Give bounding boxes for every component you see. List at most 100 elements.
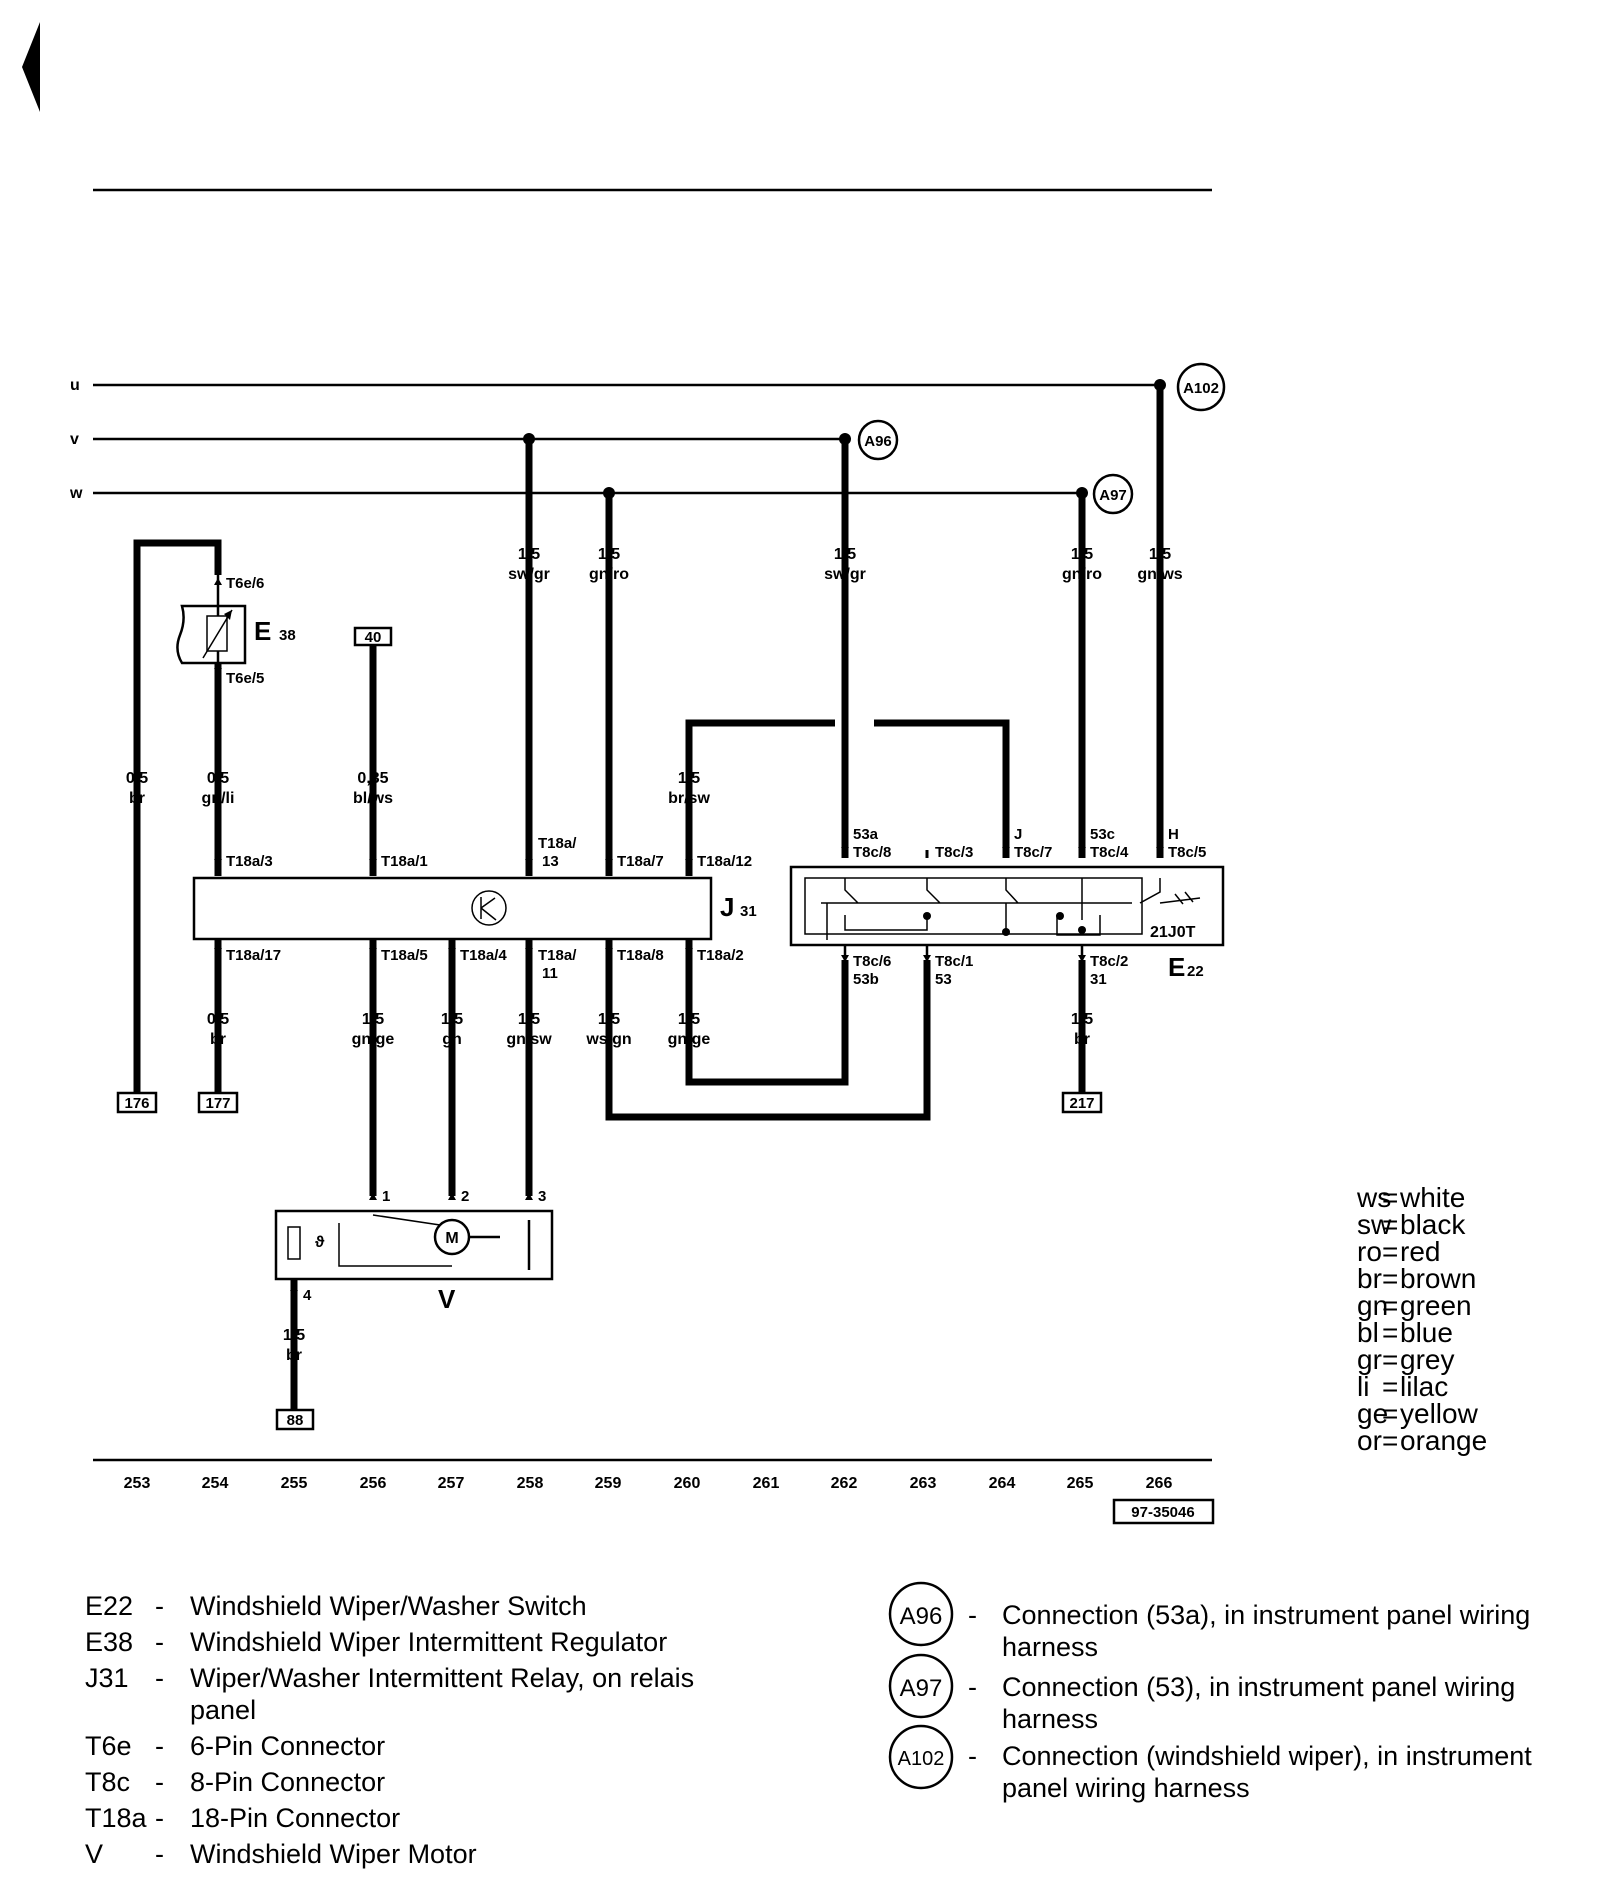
legend-a102-desc-cont: panel wiring harness — [1002, 1773, 1250, 1803]
pin-t8c4b: T8c/4 — [1090, 844, 1129, 861]
legend-code-v: V — [85, 1839, 103, 1869]
legend-a97-circle — [888, 1653, 954, 1719]
color-name-ro: red — [1400, 1236, 1440, 1267]
color-code-bl: bl — [1357, 1317, 1379, 1348]
scale-264: 264 — [989, 1475, 1016, 1492]
legend-desc-j31-cont: panel — [190, 1695, 256, 1725]
w262a-color: sw/gr — [824, 566, 866, 583]
j31-code: J — [720, 892, 734, 922]
w256a-color: bl/ws — [353, 790, 393, 807]
color-name-li: lilac — [1400, 1371, 1448, 1402]
pin-t18a4: T18a/4 — [460, 947, 507, 964]
legend-code-e22: E22 — [85, 1591, 133, 1621]
pin-t18a13a: T18a/ — [538, 835, 577, 852]
scale-260: 260 — [674, 1475, 701, 1492]
e38-housing — [176, 604, 247, 665]
legend-desc-v: Windshield Wiper Motor — [190, 1839, 477, 1869]
svg-text:=: = — [1382, 1236, 1398, 1267]
legend-desc-e38: Windshield Wiper Intermittent Regulator — [190, 1627, 667, 1657]
wires — [133, 385, 1164, 1410]
e22-sub: 22 — [1187, 963, 1204, 980]
wire-264-jumper — [874, 719, 1010, 858]
legend-a102-dash: - — [968, 1741, 977, 1771]
component-legend: E22 - Windshield Wiper/Washer Switch E38… — [85, 1591, 694, 1869]
color-code-gn: gn — [1357, 1290, 1388, 1321]
figure-id-box — [1112, 1498, 1215, 1525]
pin-t8c8a: 53a — [853, 826, 879, 843]
legend-dash-e38: - — [155, 1627, 164, 1657]
e38-arrowhead — [224, 610, 232, 620]
color-code-li: li — [1357, 1371, 1369, 1402]
color-code-ro: ro — [1357, 1236, 1382, 1267]
v-housing — [274, 1209, 554, 1281]
legend-dash-j31: - — [155, 1663, 164, 1693]
legend-dash-t18a: - — [155, 1803, 164, 1833]
scale-257: 257 — [438, 1475, 465, 1492]
color-legend-equals: === === === = — [1382, 1182, 1398, 1456]
connection-markers: A102 A96 A97 — [857, 362, 1226, 515]
pin-labels: T6e/6 T6e/5 T18a/3 T18a/1 T18a/ 13 T18a/… — [214, 575, 1206, 1304]
scale-262: 262 — [831, 1475, 858, 1492]
pin-t18a2: T18a/2 — [697, 947, 744, 964]
connection-a97-marker — [1092, 473, 1134, 515]
legend-dash-e22: - — [155, 1591, 164, 1621]
page-back-marker[interactable] — [22, 22, 40, 112]
color-name-ws: white — [1399, 1182, 1465, 1213]
rail-label-u: u — [70, 377, 80, 394]
pin-t8c5b: T8c/5 — [1168, 844, 1206, 861]
e22-dot-1 — [923, 912, 931, 920]
w254b-color: br — [210, 1031, 226, 1048]
svg-text:=: = — [1382, 1263, 1398, 1294]
scale-254: 254 — [202, 1475, 229, 1492]
color-code-ge: ge — [1357, 1398, 1388, 1429]
color-code-or: or — [1357, 1425, 1382, 1456]
w265a-color: gn/ro — [1062, 566, 1102, 583]
pin-t8c1b: 53 — [935, 971, 952, 988]
legend-a96-desc-cont: harness — [1002, 1632, 1098, 1662]
legend-dash-v: - — [155, 1839, 164, 1869]
pin-t8c2b: 31 — [1090, 971, 1107, 988]
ref-176-box — [116, 1091, 158, 1114]
legend-a102-circle — [888, 1724, 954, 1790]
connection-a96-label: A96 — [864, 433, 892, 450]
color-name-gr: grey — [1400, 1344, 1454, 1375]
e38-code: E — [254, 616, 271, 646]
e22-dot-3 — [1056, 912, 1064, 920]
svg-text:=: = — [1382, 1425, 1398, 1456]
color-name-br: brown — [1400, 1263, 1476, 1294]
j31-housing — [192, 876, 713, 941]
connection-a102-marker — [1176, 362, 1226, 412]
v-motor-m: M — [445, 1230, 458, 1247]
pin-t18a5: T18a/5 — [381, 947, 428, 964]
wire-260-top — [685, 719, 835, 876]
scale-265: 265 — [1067, 1475, 1094, 1492]
pin-t18a17: T18a/17 — [226, 947, 281, 964]
scale-253: 253 — [124, 1475, 151, 1492]
j31-relay: J 31 — [192, 876, 757, 941]
svg-text:=: = — [1382, 1209, 1398, 1240]
pin-t18a12: T18a/12 — [697, 853, 752, 870]
pin-t18a8: T18a/8 — [617, 947, 664, 964]
pin-motor-3: 3 — [538, 1188, 546, 1205]
pin-motor-1: 1 — [382, 1188, 390, 1205]
color-code-gr: gr — [1357, 1344, 1382, 1375]
w259a-size: 1,5 — [598, 546, 620, 563]
legend-dash-t8c: - — [155, 1767, 164, 1797]
svg-text:=: = — [1382, 1317, 1398, 1348]
e22-inner — [804, 877, 1143, 935]
legend-desc-e22: Windshield Wiper/Washer Switch — [190, 1591, 587, 1621]
scale-258: 258 — [517, 1475, 544, 1492]
legend-desc-t18a: 18-Pin Connector — [190, 1803, 400, 1833]
svg-text:=: = — [1382, 1371, 1398, 1402]
w259b-size: 1,5 — [598, 1011, 620, 1028]
legend-code-e38: E38 — [85, 1627, 133, 1657]
ref-177-label: 177 — [205, 1095, 230, 1112]
w266a-size: 1,5 — [1149, 546, 1171, 563]
pin-t8c6b: 53b — [853, 971, 879, 988]
w265a-size: 1,5 — [1071, 546, 1093, 563]
w260a-size: 1,5 — [678, 770, 700, 787]
color-name-gn: green — [1400, 1290, 1472, 1321]
legend-a102-desc: Connection (windshield wiper), in instru… — [1002, 1741, 1532, 1771]
legend-desc-j31: Wiper/Washer Intermittent Relay, on rela… — [190, 1663, 694, 1693]
v-link — [372, 1214, 441, 1226]
